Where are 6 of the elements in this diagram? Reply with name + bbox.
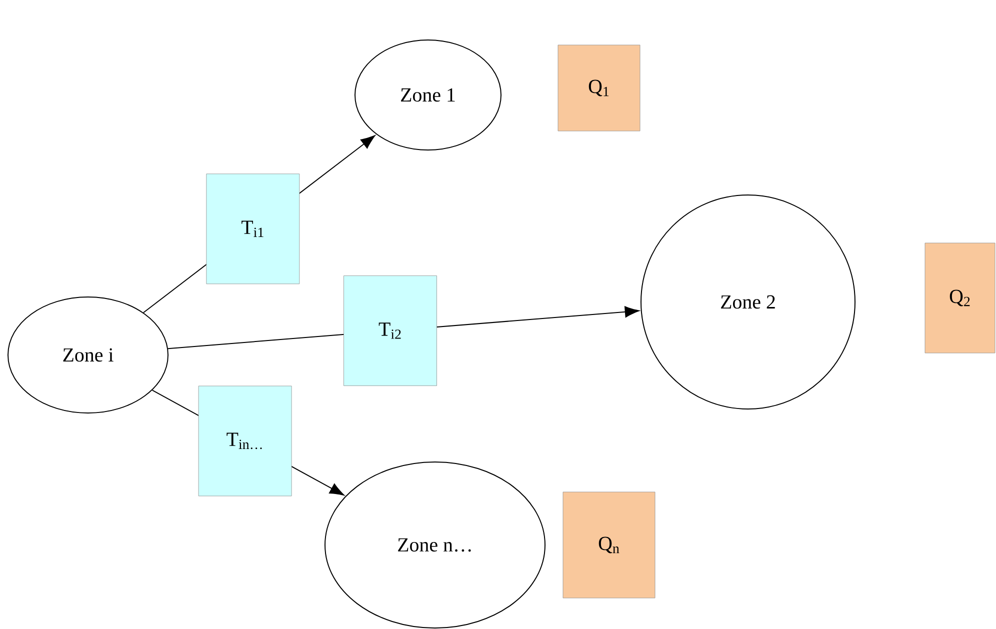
quantity-box: Q$_{1}$ — [558, 44, 640, 132]
edge-label: T$_{i2}$ — [344, 276, 437, 386]
edge-label: T$_{i1}$ — [206, 174, 300, 284]
edge-label: T$_{in…}$ — [198, 386, 292, 496]
quantity-box: Q$_{2}$ — [924, 242, 996, 354]
quantity-box: Q$_{n}$ — [562, 492, 656, 598]
